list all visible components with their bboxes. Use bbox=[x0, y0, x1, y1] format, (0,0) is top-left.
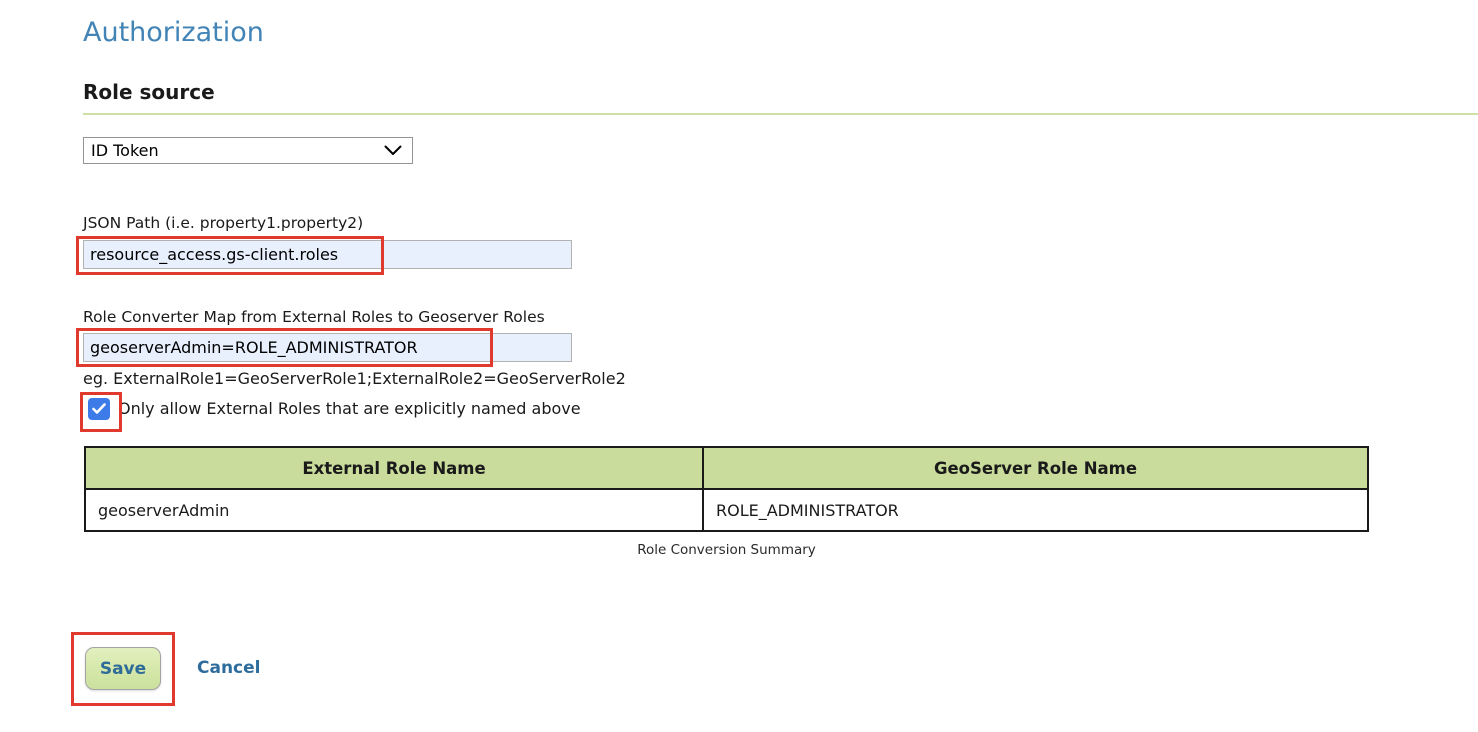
checkmark-icon bbox=[92, 403, 106, 415]
external-role-cell: geoserverAdmin bbox=[84, 488, 704, 532]
only-allow-checkbox-label[interactable]: Only allow External Roles that are expli… bbox=[118, 399, 581, 418]
role-source-legend: Role source bbox=[83, 80, 1478, 115]
role-converter-label: Role Converter Map from External Roles t… bbox=[83, 308, 545, 326]
cancel-link[interactable]: Cancel bbox=[197, 658, 261, 678]
chevron-down-icon bbox=[384, 145, 402, 156]
save-button[interactable]: Save bbox=[85, 647, 161, 690]
json-path-input[interactable] bbox=[83, 240, 572, 269]
only-allow-checkbox[interactable] bbox=[88, 398, 110, 420]
column-header-external-role: External Role Name bbox=[84, 446, 704, 490]
column-header-geoserver-role: GeoServer Role Name bbox=[702, 446, 1369, 490]
json-path-label: JSON Path (i.e. property1.property2) bbox=[83, 214, 364, 232]
geoserver-role-cell: ROLE_ADMINISTRATOR bbox=[702, 488, 1369, 532]
table-header-row: External Role Name GeoServer Role Name bbox=[84, 446, 1369, 490]
table-caption: Role Conversion Summary bbox=[637, 542, 816, 558]
role-conversion-table: External Role Name GeoServer Role Name g… bbox=[84, 446, 1369, 532]
page-title: Authorization bbox=[83, 17, 264, 48]
role-source-select[interactable]: ID Token bbox=[83, 137, 413, 164]
role-source-selected-value: ID Token bbox=[91, 141, 159, 160]
role-converter-input[interactable] bbox=[83, 333, 572, 362]
role-converter-hint: eg. ExternalRole1=GeoServerRole1;Externa… bbox=[83, 369, 626, 388]
table-row: geoserverAdmin ROLE_ADMINISTRATOR bbox=[84, 488, 1369, 532]
